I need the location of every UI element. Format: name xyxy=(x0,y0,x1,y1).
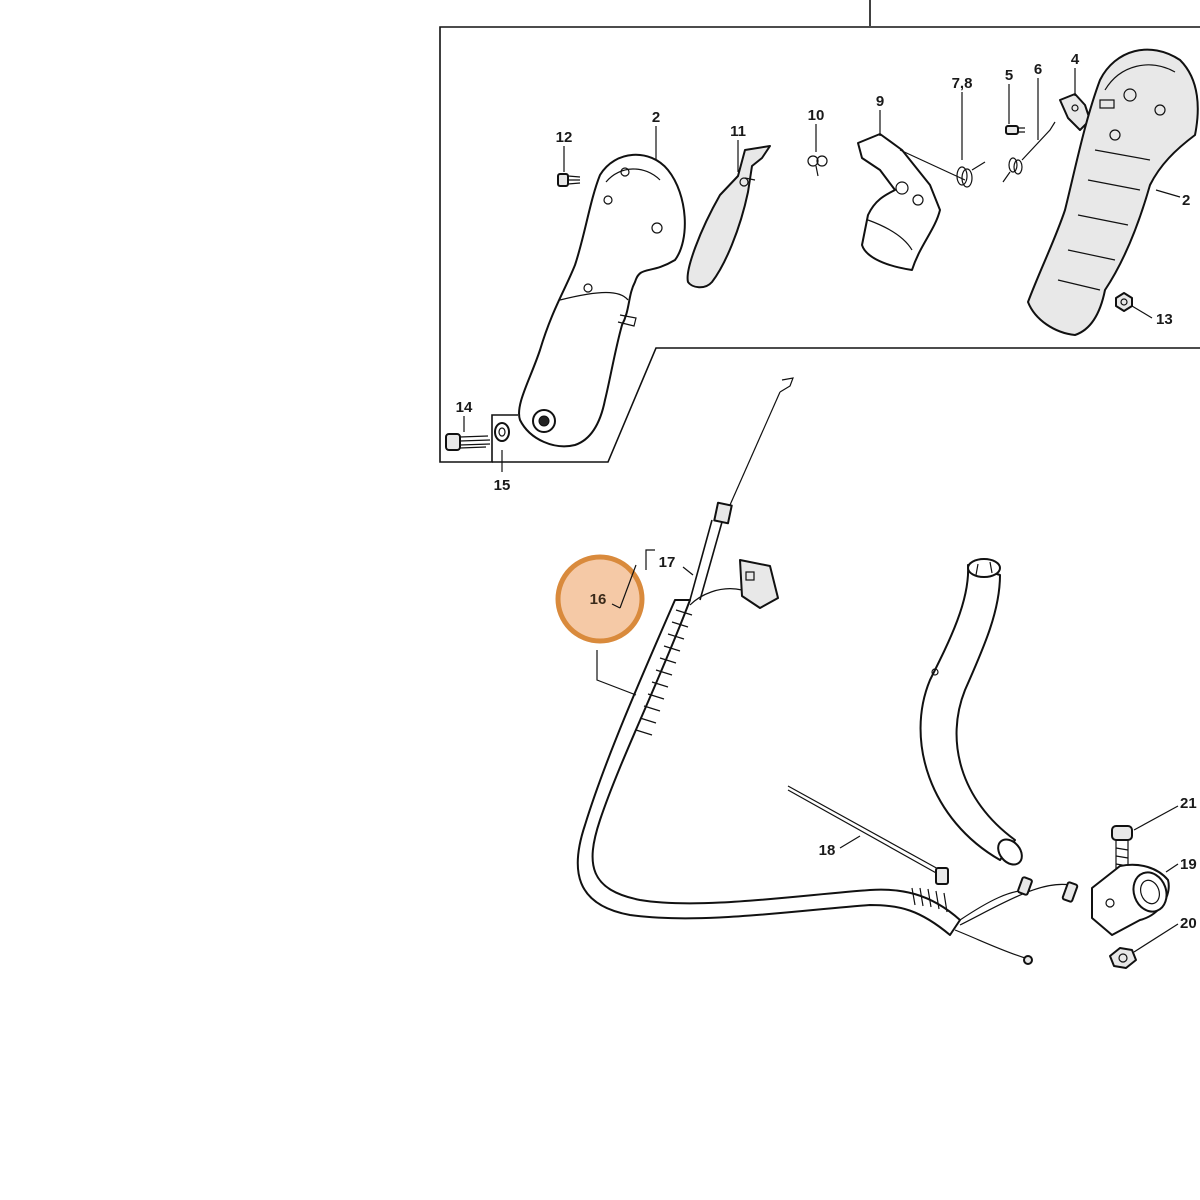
spring-part-6 xyxy=(1002,121,1056,183)
screw-part-12 xyxy=(557,173,581,187)
callout-16[interactable]: 16 xyxy=(590,591,607,608)
callout-9: 9 xyxy=(876,93,884,110)
callout-18: 18 xyxy=(819,842,836,859)
callout-15: 15 xyxy=(494,477,511,494)
callout-17: 17 xyxy=(659,554,676,571)
screw-part-5 xyxy=(1005,125,1025,135)
screw-part-14 xyxy=(445,433,491,451)
throttle-cable-part-17 xyxy=(576,377,1079,965)
washer-part-15 xyxy=(494,422,510,442)
callout-labels: 12 2 11 10 9 7,8 5 6 4 2 13 14 15 17 16 … xyxy=(456,51,1197,932)
screw-part-21 xyxy=(1111,825,1133,880)
nut-part-20 xyxy=(1109,947,1137,969)
highlight-circle[interactable] xyxy=(555,554,645,644)
handle-housing-left xyxy=(518,153,686,448)
callout-7-8: 7,8 xyxy=(952,75,973,92)
trigger-part-9 xyxy=(857,133,966,271)
cable-tie-part-18 xyxy=(787,785,949,885)
handle-housing-right xyxy=(1027,48,1199,336)
callout-19: 19 xyxy=(1180,856,1197,873)
callout-2-left: 2 xyxy=(652,109,660,126)
callout-13: 13 xyxy=(1156,311,1173,328)
spring-part-10 xyxy=(807,155,828,177)
handle-tube xyxy=(919,558,1023,866)
callout-10: 10 xyxy=(808,107,825,124)
callout-5: 5 xyxy=(1005,67,1013,84)
callout-11: 11 xyxy=(730,123,746,140)
callout-14: 14 xyxy=(456,399,473,416)
callout-6: 6 xyxy=(1034,61,1042,78)
leader-lines xyxy=(463,68,1181,953)
nut-part-13 xyxy=(1115,292,1133,312)
spring-part-7-8 xyxy=(956,161,986,188)
callout-4: 4 xyxy=(1071,51,1080,68)
assembly-frame xyxy=(439,0,1200,463)
highlight-marker-16[interactable] xyxy=(555,554,645,644)
callout-2-right: 2 xyxy=(1182,192,1190,209)
callout-20: 20 xyxy=(1180,915,1197,932)
clamp-part-19 xyxy=(1091,863,1170,936)
callout-12: 12 xyxy=(556,129,573,146)
callout-21: 21 xyxy=(1180,795,1197,812)
lever-part-11 xyxy=(686,145,771,289)
